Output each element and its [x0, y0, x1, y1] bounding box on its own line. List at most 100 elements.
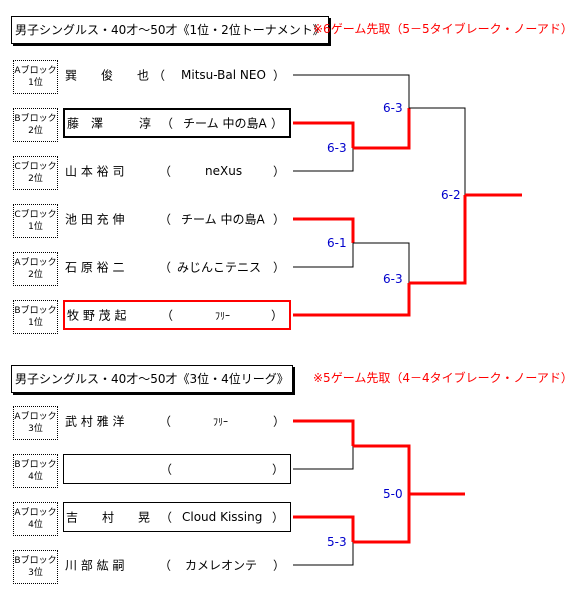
block-label: Bブロック 3位 [13, 550, 58, 584]
team-name: ﾌﾘｰ [215, 311, 230, 323]
block-rank: 4位 [28, 472, 43, 482]
team-name: neXus [205, 164, 243, 178]
bracket-line [409, 195, 467, 285]
bracket-line [293, 148, 354, 172]
open-paren: （ [159, 558, 172, 573]
open-paren: （ [159, 164, 172, 179]
score-r1-top: 6-3 [327, 141, 347, 155]
bracket-line [293, 283, 411, 317]
block-label: Aブロック 4位 [13, 502, 58, 536]
player-row: 石 原 裕 二 （ みじんこテニス ） [63, 252, 291, 282]
bracket-line [353, 108, 411, 150]
close-paren: ） [272, 558, 285, 573]
block-rank: 2位 [28, 270, 43, 280]
team-name: チーム 中の島A [181, 212, 265, 227]
open-paren: （ [161, 308, 174, 323]
block-name: Aブロック [14, 508, 57, 518]
close-paren: ） [270, 308, 283, 323]
close-paren: ） [272, 414, 285, 429]
block-rank: 2位 [28, 174, 43, 184]
team-name: ﾌﾘｰ [213, 417, 228, 429]
player-row: 吉 村 晃 （ Cloud Kissing ） [63, 502, 291, 532]
open-paren: （ [160, 462, 173, 477]
player-name: 巽 俊 也 [65, 68, 150, 83]
player-row: 武 村 雅 洋 （ ﾌﾘｰ ） [63, 406, 291, 436]
block-rank: 1位 [28, 318, 43, 328]
block-rank: 1位 [28, 78, 43, 88]
block-rank: 4位 [28, 520, 43, 530]
league-title: 男子シングルス・40才〜50才《3位・4位リーグ》 [11, 365, 293, 393]
block-label: Aブロック 3位 [13, 406, 58, 440]
team-name: カメレオンテ [185, 558, 258, 573]
bracket-line [293, 446, 354, 470]
player-name: 吉 村 晃 [66, 510, 151, 525]
player-row: 川 部 紘 嗣 （ カメレオンテ ） [63, 550, 291, 580]
player-name: 山 本 裕 司 [65, 164, 125, 179]
block-label: Cブロック 1位 [13, 204, 58, 238]
bracket-line [353, 242, 410, 283]
bracket-line [293, 542, 354, 566]
block-label: Aブロック 2位 [13, 252, 58, 286]
score-league-bottom: 5-3 [327, 535, 347, 549]
block-rank: 2位 [28, 126, 43, 136]
score-final: 6-2 [441, 188, 461, 202]
team-name: みじんこテニス [177, 260, 262, 275]
block-label: Cブロック 2位 [13, 156, 58, 190]
block-name: Bブロック [14, 114, 57, 124]
block-name: Cブロック [14, 162, 57, 172]
tournament-title: 男子シングルス・40才〜50才《1位・2位トーナメント》 [11, 16, 329, 44]
block-name: Bブロック [14, 556, 57, 566]
player-row: 池 田 充 伸 （ チーム 中の島A ） [63, 204, 291, 234]
close-paren: ） [271, 510, 284, 525]
player-row: 牧 野 茂 起 （ ﾌﾘｰ ） [63, 300, 291, 330]
team-name: Mitsu-Bal NEO [181, 68, 266, 82]
block-label: Bブロック 2位 [13, 108, 58, 142]
block-label: Aブロック 1位 [13, 60, 58, 94]
player-name: 武 村 雅 洋 [65, 414, 125, 429]
bracket-line [293, 217, 355, 243]
open-paren: （ [159, 212, 172, 227]
open-paren: （ [160, 510, 173, 525]
player-name: 牧 野 茂 起 [67, 308, 127, 323]
close-paren: ） [272, 164, 285, 179]
block-name: Cブロック [14, 210, 57, 220]
block-rank: 3位 [28, 424, 43, 434]
bracket-line [409, 107, 466, 195]
block-rank: 1位 [28, 222, 43, 232]
open-paren: （ [153, 68, 166, 83]
player-row: 山 本 裕 司 （ neXus ） [63, 156, 291, 186]
score-semi-top: 6-3 [383, 101, 403, 115]
open-paren: （ [159, 260, 172, 275]
block-rank: 3位 [28, 568, 43, 578]
close-paren: ） [272, 260, 285, 275]
close-paren: ） [272, 212, 285, 227]
bracket-line [353, 444, 411, 494]
team-name: Cloud Kissing [182, 510, 263, 524]
player-name: 川 部 紘 嗣 [65, 558, 125, 573]
block-name: Aブロック [14, 258, 57, 268]
league-note: ※5ゲーム先取（4－4タイブレーク・ノーアド） [313, 371, 571, 385]
close-paren: ） [270, 116, 283, 131]
bracket-line [293, 121, 355, 148]
block-name: Aブロック [14, 66, 57, 76]
team-name: チーム 中の島A [183, 116, 267, 131]
close-paren: ） [272, 68, 285, 83]
bracket-line [293, 243, 354, 268]
score-league-final: 5-0 [383, 487, 403, 501]
bracket-line [293, 74, 410, 108]
player-row: 巽 俊 也 （ Mitsu-Bal NEO ） [63, 60, 291, 90]
score-r1-bottom: 6-1 [327, 236, 347, 250]
tournament-note: ※6ゲーム先取（5－5タイブレーク・ノーアド） [313, 22, 571, 36]
player-name: 藤 澤 淳 [67, 116, 152, 131]
bracket-line [293, 419, 355, 446]
block-label: Bブロック 1位 [13, 300, 58, 334]
bracket-line [353, 494, 411, 544]
bracket-line [293, 515, 355, 542]
open-paren: （ [159, 414, 172, 429]
block-name: Aブロック [14, 412, 57, 422]
player-row: （ ） [63, 454, 291, 484]
player-row: 藤 澤 淳 （ チーム 中の島A ） [63, 108, 291, 138]
close-paren: ） [271, 462, 284, 477]
open-paren: （ [161, 116, 174, 131]
